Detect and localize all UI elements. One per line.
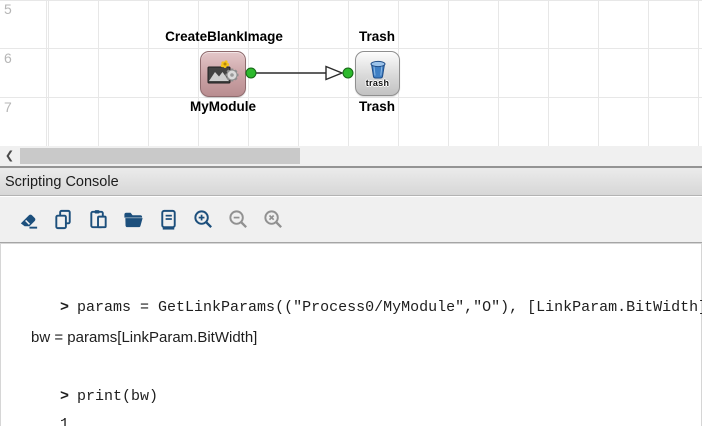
trash-icon-text: trash bbox=[365, 77, 390, 88]
node-type-label: CreateBlankImage bbox=[165, 29, 283, 44]
console-command: bw = params[LinkParam.BitWidth] bbox=[31, 329, 258, 346]
scripting-console-header: Scripting Console bbox=[0, 166, 702, 196]
clear-console-button[interactable] bbox=[16, 208, 40, 232]
node-instance-label: Trash bbox=[358, 99, 396, 114]
console-command: print(bw) bbox=[77, 388, 159, 405]
module-node-trash[interactable]: trash bbox=[355, 51, 400, 96]
eraser-icon bbox=[20, 214, 37, 229]
show-log-button[interactable] bbox=[156, 208, 180, 232]
node-instance-label: MyModule bbox=[190, 99, 256, 114]
module-connection bbox=[245, 65, 354, 81]
copy-icon bbox=[54, 209, 71, 230]
panel-title: Scripting Console bbox=[5, 173, 119, 190]
copy-button[interactable] bbox=[51, 208, 75, 232]
output-connector-dot bbox=[245, 67, 257, 79]
zoom-in-icon bbox=[193, 210, 212, 228]
create-blank-image-icon bbox=[207, 60, 239, 84]
open-file-button[interactable] bbox=[121, 208, 145, 232]
canvas-row-label: 5 bbox=[4, 1, 12, 17]
console-line: > params = GetLinkParams(("Process0/MyMod… bbox=[6, 282, 702, 333]
console-output[interactable]: > params = GetLinkParams(("Process0/MyMod… bbox=[0, 243, 702, 426]
console-toolbar bbox=[0, 197, 702, 243]
paste-icon bbox=[89, 210, 107, 229]
input-connector-dot bbox=[342, 67, 354, 79]
zoom-reset-icon bbox=[263, 210, 282, 228]
canvas-row-label: 7 bbox=[4, 99, 12, 115]
console-result: 1 bbox=[60, 416, 70, 426]
zoom-out-button[interactable] bbox=[226, 208, 250, 232]
scroll-left-button[interactable]: ❮ bbox=[0, 146, 19, 166]
trash-icon bbox=[370, 60, 385, 78]
paste-button[interactable] bbox=[86, 208, 110, 232]
console-line: 1 bbox=[6, 399, 69, 426]
console-command: params = GetLinkParams(("Process0/MyModu… bbox=[77, 299, 702, 316]
document-icon bbox=[160, 209, 176, 230]
open-folder-icon bbox=[123, 212, 143, 228]
horizontal-scrollbar[interactable]: ❮ bbox=[0, 146, 702, 166]
console-prompt: > bbox=[60, 299, 70, 316]
console-line: > print(bw) bbox=[6, 371, 158, 422]
scrollbar-thumb[interactable] bbox=[20, 148, 300, 164]
module-node-mymodule[interactable] bbox=[200, 51, 246, 97]
module-canvas[interactable]: 5 6 7 CreateBlankImage Trash MyModule Tr… bbox=[0, 0, 702, 146]
zoom-in-button[interactable] bbox=[191, 208, 215, 232]
console-line: bw = params[LinkParam.BitWidth] bbox=[6, 312, 257, 364]
console-prompt: > bbox=[60, 388, 70, 405]
node-type-label: Trash bbox=[358, 29, 396, 44]
zoom-reset-button[interactable] bbox=[261, 208, 285, 232]
canvas-row-label: 6 bbox=[4, 50, 12, 66]
zoom-out-icon bbox=[228, 210, 247, 228]
